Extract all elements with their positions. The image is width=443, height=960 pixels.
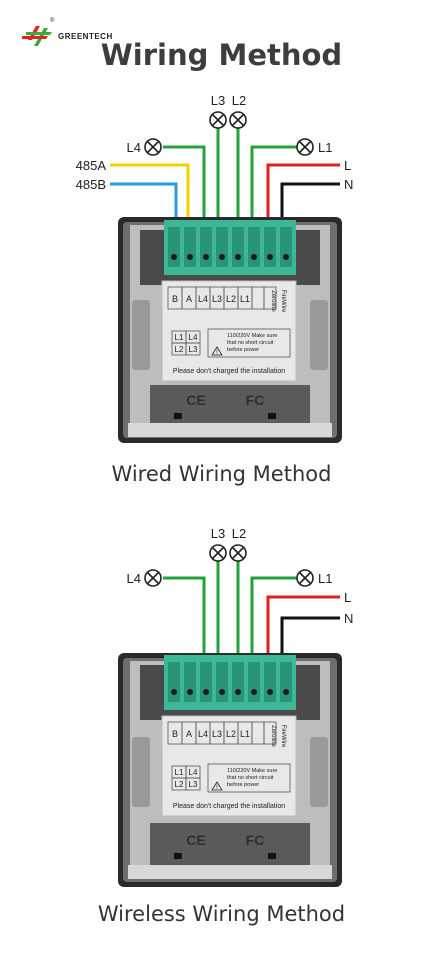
svg-text:FC: FC bbox=[246, 392, 265, 408]
label-l4: L4 bbox=[127, 140, 141, 155]
label-live: L bbox=[344, 158, 351, 173]
grid-label-l1: L1 bbox=[175, 333, 184, 342]
terminal-label-l2: L2 bbox=[226, 729, 236, 739]
terminal-label-l4: L4 bbox=[198, 294, 208, 304]
terminal-label-a: A bbox=[186, 729, 192, 739]
terminal-label-l1: L1 bbox=[240, 729, 250, 739]
lamp-l1-icon bbox=[296, 138, 314, 156]
wired-caption: Wired Wiring Method bbox=[111, 462, 332, 486]
warning-line-1: 110/220V Make sure bbox=[227, 333, 277, 339]
registered-mark: ® bbox=[50, 18, 55, 24]
wire-l1 bbox=[250, 145, 297, 220]
wired-diagram: L4 L3 L2 L1 L N 485A 485B CE FC bbox=[76, 93, 353, 443]
warning-line-2: that no short circuit bbox=[227, 775, 274, 781]
svg-text:!: ! bbox=[216, 785, 218, 791]
install-note: Please don't charged the installation bbox=[173, 368, 285, 375]
warning-line-3: before power bbox=[227, 347, 259, 353]
terminal-label-l3: L3 bbox=[212, 729, 222, 739]
install-note: Please don't charged the installation bbox=[173, 803, 285, 810]
grid-label-l2: L2 bbox=[175, 345, 184, 354]
label-l4: L4 bbox=[127, 571, 141, 586]
lamp-l2-icon bbox=[229, 544, 247, 562]
grid-label-l2: L2 bbox=[175, 780, 184, 789]
label-l2: L2 bbox=[232, 526, 246, 541]
terminal-label-l2: L2 bbox=[226, 294, 236, 304]
terminal-label-b: B bbox=[172, 729, 178, 739]
svg-text:CE: CE bbox=[186, 832, 205, 848]
label-485a: 485A bbox=[76, 158, 107, 173]
wireless-caption: Wireless Wiring Method bbox=[97, 902, 346, 926]
grid-label-l3: L3 bbox=[189, 345, 198, 354]
warning-line-3: before power bbox=[227, 782, 259, 788]
terminal-label-zeroline: Zeroline bbox=[270, 290, 276, 312]
label-neutral: N bbox=[344, 177, 353, 192]
label-485b: 485B bbox=[76, 177, 106, 192]
label-neutral: N bbox=[344, 611, 353, 626]
lamp-l4-icon bbox=[144, 138, 162, 156]
warning-line-2: that no short circuit bbox=[227, 340, 274, 346]
wireless-diagram: L4 L3 L2 L1 L N CE FC bbox=[118, 526, 353, 887]
terminal-label-firewire: FireWire bbox=[280, 725, 286, 748]
terminal-label-l1: L1 bbox=[240, 294, 250, 304]
page-title: Wiring Method bbox=[100, 38, 343, 72]
terminal-label-firewire: FireWire bbox=[280, 290, 286, 313]
terminal-label-l3: L3 bbox=[212, 294, 222, 304]
label-l1: L1 bbox=[318, 571, 332, 586]
wire-neutral bbox=[280, 616, 340, 655]
terminal-label-l4: L4 bbox=[198, 729, 208, 739]
svg-text:CE: CE bbox=[186, 392, 205, 408]
lamp-l2-icon bbox=[229, 111, 247, 129]
grid-label-l1: L1 bbox=[175, 768, 184, 777]
warning-line-1: 110/220V Make sure bbox=[227, 768, 277, 774]
greentech-logo bbox=[22, 26, 52, 46]
label-sticker: B A L4 L3 L2 L1 Zeroline FireWire L1 L4 … bbox=[161, 715, 297, 817]
grid-label-l3: L3 bbox=[189, 780, 198, 789]
grid-label-l4: L4 bbox=[189, 768, 198, 777]
wire-live bbox=[266, 163, 340, 220]
label-l3: L3 bbox=[211, 526, 225, 541]
lamp-l3-icon bbox=[209, 111, 227, 129]
svg-text:!: ! bbox=[216, 350, 218, 356]
lamp-l4-icon bbox=[144, 569, 162, 587]
label-sticker: B A L4 L3 L2 L1 Zeroline FireWire L1 L4 … bbox=[161, 280, 297, 382]
wire-live bbox=[266, 595, 340, 655]
label-l3: L3 bbox=[211, 93, 225, 108]
warning-icon: ! bbox=[211, 781, 223, 791]
svg-text:FC: FC bbox=[246, 832, 265, 848]
label-l1: L1 bbox=[318, 140, 332, 155]
label-live: L bbox=[344, 590, 351, 605]
wire-l1 bbox=[250, 576, 297, 655]
terminal-label-a: A bbox=[186, 294, 192, 304]
wire-l4 bbox=[163, 145, 206, 220]
terminal-label-zeroline: Zeroline bbox=[270, 725, 276, 747]
terminal-block bbox=[164, 220, 296, 275]
warning-icon: ! bbox=[211, 346, 223, 356]
lamp-l1-icon bbox=[296, 569, 314, 587]
wire-l4 bbox=[163, 576, 206, 655]
wire-neutral bbox=[280, 182, 340, 220]
grid-label-l4: L4 bbox=[189, 333, 198, 342]
lamp-l3-icon bbox=[209, 544, 227, 562]
terminal-block bbox=[164, 655, 296, 710]
brand-name: GREENTECH bbox=[58, 32, 113, 41]
wire-485a bbox=[110, 163, 190, 220]
label-l2: L2 bbox=[232, 93, 246, 108]
terminal-label-b: B bbox=[172, 294, 178, 304]
wire-485b bbox=[110, 182, 178, 220]
